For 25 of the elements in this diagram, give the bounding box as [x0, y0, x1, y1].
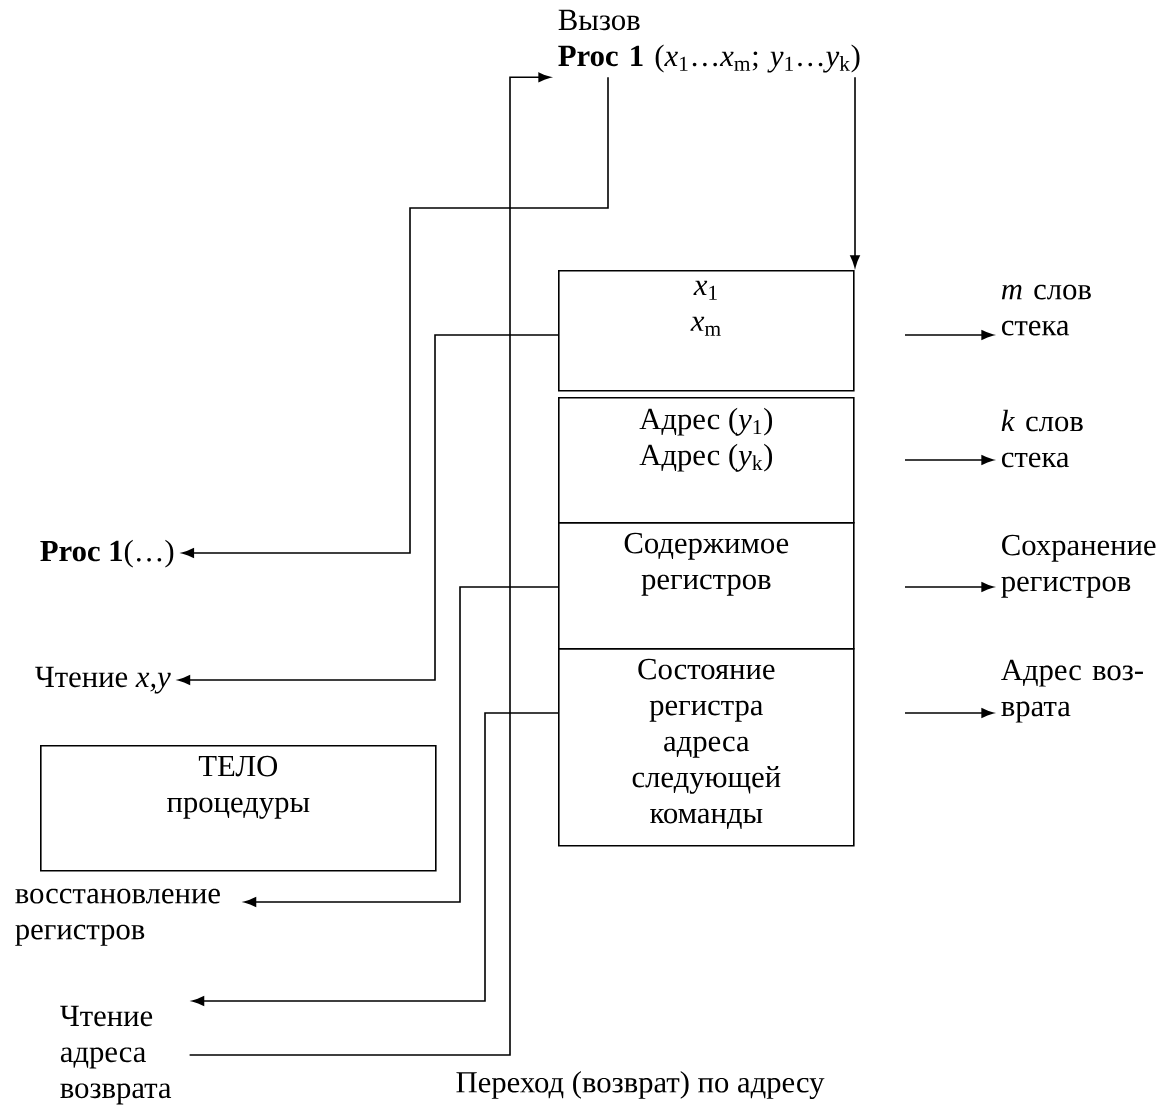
arrow	[904, 330, 994, 340]
arrow	[904, 455, 994, 465]
call-text: Вызов Proc 1 (x$_{1}$…x$_{m}$; y$_{1}$…y$_{k}$)	[558, 9, 860, 73]
arrow	[904, 582, 994, 592]
step-text: восстановление регистров	[15, 888, 220, 946]
stack-cell: Содержимое регистров	[558, 522, 855, 650]
arrow	[244, 586, 559, 907]
arrow	[178, 334, 559, 685]
arrow	[188, 72, 551, 1056]
edge-label: Переход (возврат) по адресу	[454, 1069, 826, 1101]
stack-note: Адрес воз- врата	[1001, 659, 1143, 723]
stack-note: k слов стека	[1001, 409, 1083, 468]
stack-note: m слов стека	[1001, 284, 1091, 336]
stack-cell: Состояние регистра адреса следующей команды	[558, 648, 855, 847]
stack-note: Сохранение регистров	[1001, 534, 1156, 598]
arrow	[182, 76, 609, 558]
arrow	[192, 712, 559, 1006]
step-text: Proc 1(…)	[40, 539, 174, 568]
arrow	[850, 76, 860, 268]
step-text: Чтение x,y	[35, 666, 171, 694]
stack-cell: x$_{1}$ x$_{m}$	[558, 270, 855, 392]
stack-cell: Адрес (y$_{1}$) Адрес (y$_{k}$)	[558, 397, 855, 524]
body-box: ТЕЛО процедуры	[40, 745, 437, 872]
arrow	[904, 708, 994, 718]
step-text: Чтение адреса возврата	[60, 1005, 172, 1105]
